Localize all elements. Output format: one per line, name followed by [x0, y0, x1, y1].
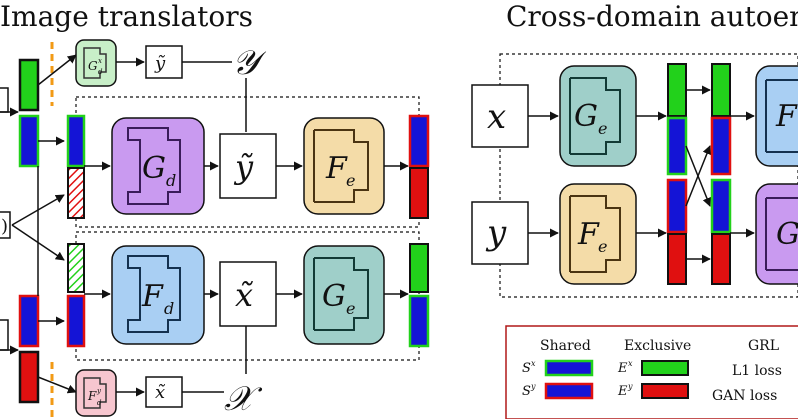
fdy-block: F d y [75, 369, 117, 417]
fdy-sub: d [97, 399, 102, 407]
paren-symbol: ) [1, 216, 8, 237]
domain-y-symbol: 𝒴 [232, 43, 267, 83]
xtilde-label: x̃ [235, 276, 254, 314]
domain-x-symbol: 𝒳 [224, 379, 263, 419]
right-ge-label: G [574, 99, 598, 134]
legend-ey-sup: y [627, 382, 633, 391]
arrow-paren-to-bottom [11, 224, 65, 261]
right-sy-bar-1 [666, 178, 688, 234]
ytilde-box [219, 133, 277, 199]
legend-grl: GRL [748, 338, 779, 354]
gd-block: G d [111, 117, 205, 215]
legend-gan: GAN loss [712, 388, 777, 404]
fe-sub: e [346, 171, 355, 190]
fd-sub: d [164, 299, 174, 318]
legend-ey-swatch [641, 383, 689, 399]
left-ey-bar [18, 350, 40, 404]
right-fe-label: F [577, 217, 600, 252]
ytilde-small-label: ỹ [154, 53, 166, 74]
title-cross-domain: Cross-domain autoen [506, 0, 798, 33]
title-image-translators: Image translators [0, 0, 253, 33]
xtilde-small-label: x̃ [155, 382, 166, 403]
fd-block: F d [111, 245, 205, 345]
right-sy-bar-2 [710, 116, 732, 176]
bottom-out-ex-bar [409, 243, 429, 293]
autoencoder-group [499, 53, 798, 298]
top-out-sy-bar [408, 114, 430, 168]
y-input-label: y [485, 213, 507, 253]
bottom-sy-bar [66, 294, 86, 348]
gdx-sub: d [98, 68, 103, 76]
xtilde-box [219, 261, 277, 327]
bottom-out-sx-bar [408, 294, 430, 348]
arrow-ex-to-gdx [37, 54, 77, 86]
x-input-label: x [487, 97, 506, 137]
top-sx-bar [66, 114, 86, 168]
ge-sub: e [346, 299, 355, 318]
legend-shared-header: Shared [540, 338, 591, 354]
right-fd-block: F [755, 65, 798, 167]
legend-ex-label: E [617, 361, 628, 376]
right-ey-bar-1 [667, 233, 687, 285]
left-bracket-top [0, 87, 9, 113]
right-sx-bar-1 [666, 116, 688, 176]
arrow-paren-to-top [11, 194, 65, 226]
legend-ey-label: E [617, 384, 628, 399]
left-ex-bar [18, 58, 40, 112]
legend-sx-label: S [522, 361, 531, 376]
gdx-block: G d x [75, 39, 117, 87]
right-gd-block: G [755, 183, 798, 285]
legend-sy-swatch [544, 382, 594, 400]
left-sy-bar [18, 294, 40, 348]
fe-label: F [325, 151, 348, 186]
legend-ex-sup: x [628, 359, 633, 368]
y-input-box [471, 201, 529, 265]
right-ey-bar-2 [711, 233, 731, 285]
x-input-box [471, 84, 529, 148]
gdx-label: G [88, 59, 98, 73]
left-sx-bar [18, 114, 40, 168]
bottom-ex-hatched-bar [67, 243, 85, 293]
fdy-label: F [87, 389, 97, 403]
fe-block: F e [303, 117, 385, 215]
ytilde-small-box [145, 45, 183, 79]
right-ge-block: G e [559, 65, 637, 167]
arrow-sy-cross [685, 145, 712, 207]
ge-block: G e [303, 245, 385, 345]
legend-l1: L1 loss [732, 363, 782, 379]
legend-ex-swatch [641, 360, 689, 376]
top-ey-hatched-bar [67, 167, 85, 219]
left-bracket-bottom [0, 319, 9, 351]
arrow-ey-to-fdy [37, 376, 77, 394]
right-sx-bar-2 [710, 178, 732, 234]
ytilde-label: ỹ [233, 148, 254, 186]
right-ex-bar-2 [711, 63, 731, 117]
fd-label: F [141, 279, 164, 314]
legend-sy-label: S [522, 384, 531, 399]
legend-sy-sup: y [530, 382, 536, 391]
legend-exclusive-header: Exclusive [624, 338, 691, 354]
ge-label: G [322, 279, 346, 314]
fdy-sup: y [96, 387, 102, 395]
right-gd-label: G [776, 217, 798, 252]
input-stub-box [0, 211, 11, 239]
right-ex-bar-1 [667, 63, 687, 117]
right-ge-sub: e [598, 119, 607, 138]
legend-sx-sup: x [531, 359, 536, 368]
legend-sx-swatch [544, 359, 594, 377]
gd-sub: d [166, 171, 176, 190]
gd-label: G [142, 151, 166, 186]
top-out-ey-bar [409, 167, 429, 219]
right-fd-label: F [775, 99, 798, 134]
right-fe-block: F e [559, 183, 637, 285]
gdx-sup: x [98, 57, 102, 65]
right-fe-sub: e [598, 237, 607, 256]
